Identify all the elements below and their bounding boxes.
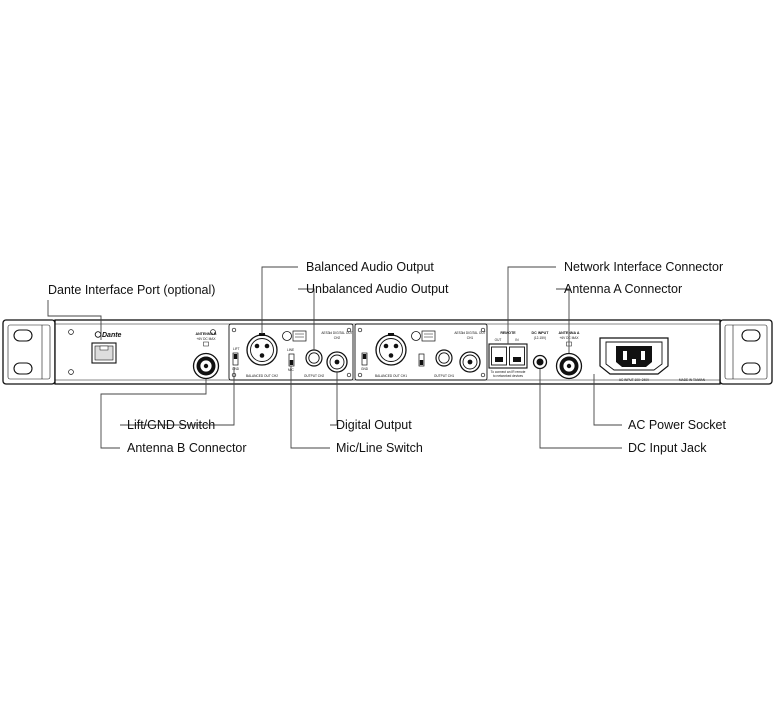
output-ch2-label: OUTPUT CH2: [304, 374, 325, 378]
digital-out-ch2-label: AES3id DIGITAL OUT: [321, 331, 352, 335]
antenna-b-label: ANTENNA B: [195, 332, 216, 336]
digital-out-ch1-label: AES3id DIGITAL OUT: [454, 331, 485, 335]
digital-out-ch1-sublabel: CH1: [467, 336, 474, 340]
callout-dc-input: DC Input Jack: [628, 441, 707, 455]
dante-logo-text: Dante: [102, 332, 122, 339]
xlr-release-button[interactable]: [282, 331, 292, 341]
callout-ac-power: AC Power Socket: [628, 418, 726, 432]
rack-slot: [741, 362, 761, 375]
dc-input-jack[interactable]: [532, 354, 548, 370]
callout-labels: Dante Interface Port (optional) Balanced…: [48, 260, 726, 455]
rack-unit: Dante ANTENNA B +6V DC MAX LIFT: [2, 319, 773, 385]
antenna-b-section: ANTENNA B +6V DC MAX: [192, 332, 220, 380]
leader-mic-line: [290, 366, 330, 449]
balanced-audio-output-xlr[interactable]: [246, 333, 278, 366]
unbalanced-audio-output-jack[interactable]: [435, 349, 453, 367]
callout-antenna-b: Antenna B Connector: [127, 441, 247, 455]
remote-in-label: IN: [515, 338, 519, 342]
antenna-a-connector[interactable]: [555, 352, 583, 380]
left-rack-ear: [2, 319, 56, 385]
leader-dante-port: [47, 300, 102, 340]
callout-unbalanced-audio: Unbalanced Audio Output: [306, 282, 449, 296]
dc-input-section: DC INPUT (12-15V): [532, 331, 550, 370]
digital-output-bnc[interactable]: [459, 351, 481, 373]
callout-digital-output: Digital Output: [336, 418, 412, 432]
line-label: LINE: [287, 348, 294, 352]
leader-dc-input: [539, 369, 622, 449]
remote-out-label: OUT: [495, 338, 502, 342]
leader-balanced-audio: [261, 266, 298, 334]
gnd-label: GND: [232, 367, 240, 371]
dip-switch[interactable]: [292, 330, 307, 342]
rack-slot: [741, 329, 761, 342]
callout-network-connector: Network Interface Connector: [564, 260, 723, 274]
unbalanced-audio-output-jack[interactable]: [305, 349, 323, 367]
xlr-release-button[interactable]: [411, 331, 421, 341]
channel-2-module: LIFT GND BALANCED OUT CH2 LINE: [228, 323, 354, 381]
ac-input-label: AC INPUT 100~240V: [619, 378, 650, 382]
right-rack-ear: [719, 319, 773, 385]
digital-output-bnc[interactable]: [326, 351, 348, 373]
antenna-b-connector[interactable]: [192, 352, 220, 380]
leader-lines: [47, 266, 622, 449]
callout-antenna-a: Antenna A Connector: [564, 282, 682, 296]
remote-note-1: To connect an IR remote: [491, 370, 526, 374]
output-ch1-label: OUTPUT CH1: [434, 374, 455, 378]
warning-icon: [203, 341, 209, 347]
ac-power-section: AC INPUT 100~240V MADE IN TAIWAN: [599, 337, 706, 382]
remote-note-2: to networked devices: [493, 374, 523, 378]
callout-dante-port: Dante Interface Port (optional): [48, 283, 215, 297]
channel-1-module: GND BALANCED OUT CH1 OUTPUT CH1 AES3id D: [354, 323, 488, 381]
leader-lift-gnd: [120, 367, 235, 426]
balanced-out-ch2-label: BALANCED OUT CH2: [246, 374, 278, 378]
leader-network-connector: [507, 266, 556, 344]
dc-input-label: DC INPUT: [532, 331, 550, 335]
rack-slot: [13, 329, 33, 342]
callout-mic-line: Mic/Line Switch: [336, 441, 423, 455]
digital-out-ch2-sublabel: CH2: [334, 336, 341, 340]
dip-switch[interactable]: [421, 330, 436, 342]
network-interface-connector[interactable]: [488, 343, 528, 369]
dc-input-sublabel: (12-15V): [534, 336, 546, 340]
ac-power-socket[interactable]: [599, 337, 669, 375]
lift-label: LIFT: [233, 347, 240, 351]
leader-antenna-b: [100, 379, 207, 449]
rack-slot: [13, 362, 33, 375]
dante-interface-port[interactable]: [91, 342, 117, 364]
leader-antenna-a: [556, 288, 570, 353]
balanced-audio-output-xlr[interactable]: [375, 333, 407, 366]
balanced-out-ch1-label: BALANCED OUT CH1: [375, 374, 407, 378]
callout-balanced-audio: Balanced Audio Output: [306, 260, 434, 274]
dante-section: Dante: [91, 331, 122, 364]
gnd-label: GND: [361, 367, 369, 371]
leader-digital-output: [330, 372, 338, 426]
leader-unbalanced-audio: [298, 288, 315, 350]
made-in-label: MADE IN TAIWAN: [679, 378, 706, 382]
leader-ac-power: [593, 374, 622, 426]
antenna-b-sublabel: +6V DC MAX: [196, 337, 216, 341]
callout-lift-gnd: Lift/GND Switch: [127, 418, 215, 432]
remote-section: REMOTE OUT IN To connect an IR remote to…: [488, 331, 528, 378]
